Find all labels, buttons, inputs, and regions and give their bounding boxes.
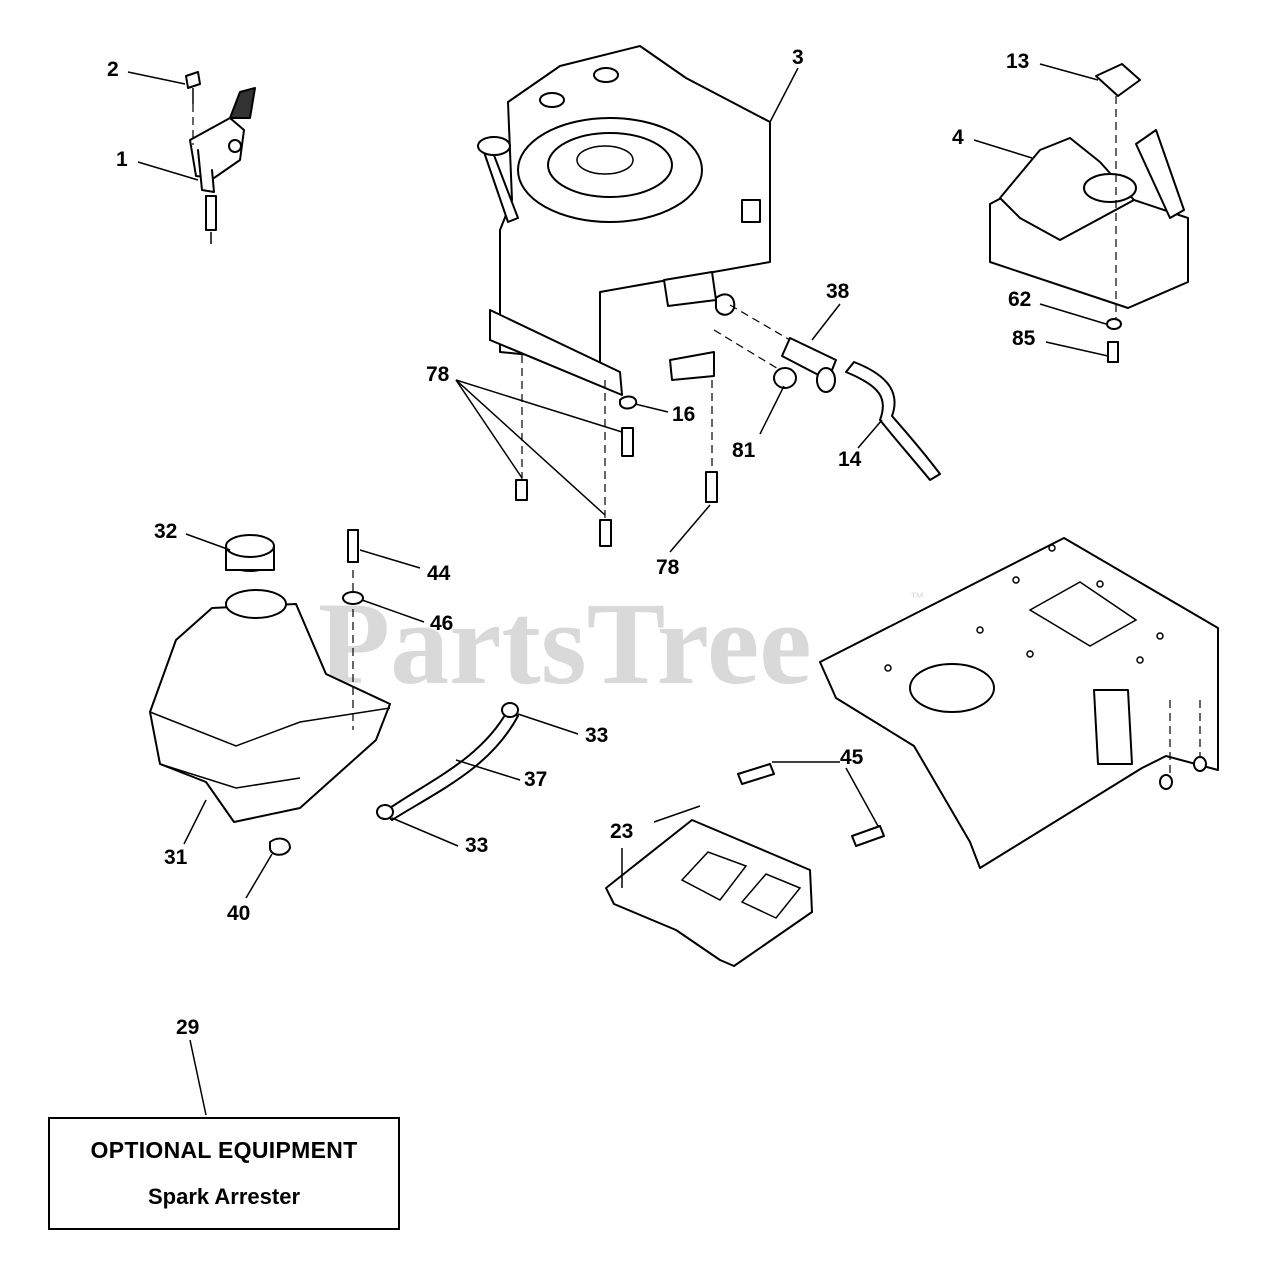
callout-31: 31 (164, 846, 188, 869)
callout-33-upper: 33 (585, 724, 608, 747)
leader-78a-1 (455, 379, 523, 479)
optional-equipment-title: OPTIONAL EQUIPMENT (90, 1137, 358, 1163)
muffler-part (989, 63, 1189, 363)
leader-13 (1039, 63, 1099, 81)
leader-81 (759, 385, 785, 435)
frame-plate-part (819, 537, 1219, 869)
callout-45: 45 (840, 746, 864, 769)
callout-16: 16 (672, 403, 695, 426)
callout-62: 62 (1008, 288, 1031, 311)
optional-equipment-box: OPTIONAL EQUIPMENT Spark Arrester (48, 1117, 400, 1230)
leader-85 (1045, 341, 1109, 357)
leader-33b (391, 817, 459, 847)
callout-4: 4 (952, 126, 964, 149)
leader-29 (189, 1039, 207, 1116)
callout-81: 81 (732, 439, 756, 462)
callout-33-lower: 33 (465, 834, 488, 857)
leader-78a-2 (455, 379, 606, 516)
fuel-filter-part (713, 304, 941, 481)
leader-38 (811, 303, 841, 341)
leader-2 (127, 71, 186, 85)
leader-33a (517, 713, 579, 735)
callout-37: 37 (524, 768, 547, 791)
leader-1 (137, 161, 199, 181)
fuel-tank-part (149, 529, 519, 856)
leader-16 (634, 403, 669, 413)
leader-44 (359, 549, 421, 569)
callout-78-lower: 78 (656, 556, 680, 579)
engine-part (477, 45, 771, 520)
callout-14: 14 (838, 448, 862, 471)
leader-3 (769, 67, 799, 123)
callout-29: 29 (176, 1016, 199, 1039)
heat-shield-part (605, 763, 885, 967)
leader-31 (183, 799, 207, 845)
watermark-text: PartsTree (318, 578, 812, 709)
leader-40 (245, 853, 273, 899)
callout-38: 38 (826, 280, 850, 303)
callout-46: 46 (430, 612, 453, 635)
watermark-trademark: ™ (910, 589, 924, 605)
leader-32 (185, 533, 231, 551)
leader-37 (455, 759, 521, 781)
callout-44: 44 (427, 562, 451, 585)
leader-23b (653, 805, 701, 823)
callout-32: 32 (154, 520, 177, 543)
leader-46 (361, 599, 425, 623)
callout-3: 3 (792, 46, 804, 69)
leader-4 (973, 139, 1033, 159)
callout-85: 85 (1012, 327, 1036, 350)
callout-13: 13 (1006, 50, 1029, 73)
optional-equipment-subtitle: Spark Arrester (147, 1184, 301, 1209)
callout-40: 40 (227, 902, 250, 925)
leader-78b (669, 504, 711, 553)
callout-1: 1 (116, 148, 128, 171)
callout-78-upper: 78 (426, 363, 450, 386)
leader-78a-3 (455, 379, 623, 433)
callout-2: 2 (107, 58, 119, 81)
leader-45b (845, 767, 879, 827)
leader-14 (857, 419, 883, 449)
leader-62 (1039, 303, 1107, 325)
throttle-control-part (185, 71, 256, 244)
callout-23: 23 (610, 820, 633, 843)
